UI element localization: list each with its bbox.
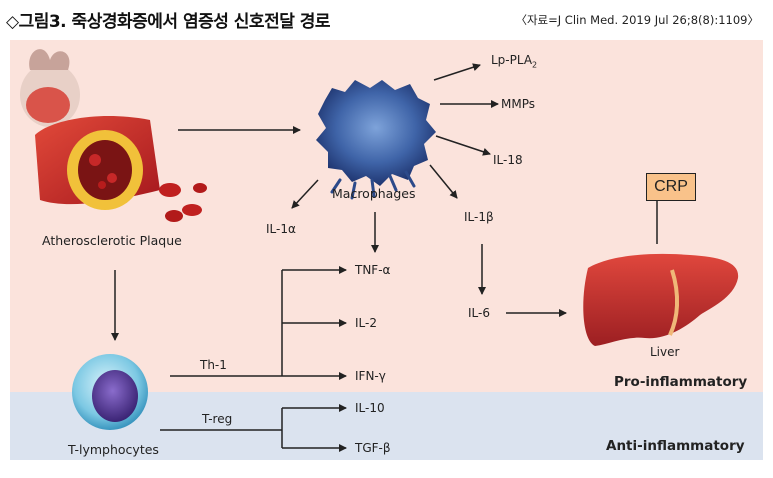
tgf-b-label: TGF-β bbox=[355, 441, 391, 455]
figure-title: ◇그림3. 죽상경화증에서 염증성 신호전달 경로 bbox=[6, 12, 331, 32]
t-reg-label: T-reg bbox=[202, 412, 233, 426]
il-2-label: IL-2 bbox=[355, 316, 377, 330]
liver-illustration bbox=[583, 253, 739, 346]
figure-source: 〈자료=J Clin Med. 2019 Jul 26;8(8):1109〉 bbox=[515, 13, 759, 27]
diagram-graphics bbox=[20, 49, 739, 452]
lp-pla2-subscript: 2 bbox=[532, 60, 538, 70]
ifn-g-label: IFN-γ bbox=[355, 369, 386, 383]
liver-label: Liver bbox=[650, 345, 680, 359]
macrophage-illustration bbox=[316, 80, 436, 200]
il-1a-label: IL-1α bbox=[266, 222, 296, 236]
th-1-label: Th-1 bbox=[200, 358, 227, 372]
il-6-label: IL-6 bbox=[468, 306, 490, 320]
diagram-panel: Atherosclerotic Plaque Macrophages T-lym… bbox=[10, 40, 763, 460]
t-lymphocyte-illustration bbox=[72, 354, 148, 430]
t-lymphocytes-label: T-lymphocytes bbox=[68, 442, 159, 457]
macrophages-label: Macrophages bbox=[332, 186, 416, 201]
lp-pla2-text: Lp-PLA bbox=[491, 53, 533, 67]
lp-pla2-label: Lp-PLA2 bbox=[491, 53, 537, 69]
tnf-a-label: TNF-α bbox=[355, 263, 391, 277]
il-10-label: IL-10 bbox=[355, 401, 385, 415]
il-1b-label: IL-1β bbox=[464, 210, 494, 224]
plaque-label: Atherosclerotic Plaque bbox=[42, 233, 182, 248]
mmps-label: MMPs bbox=[501, 97, 535, 111]
il-18-label: IL-18 bbox=[493, 153, 523, 167]
pro-inflammatory-label: Pro-inflammatory bbox=[614, 374, 748, 390]
plaque-illustration bbox=[20, 49, 207, 222]
anti-inflammatory-label: Anti-inflammatory bbox=[606, 438, 745, 454]
crp-box: CRP bbox=[646, 173, 696, 201]
